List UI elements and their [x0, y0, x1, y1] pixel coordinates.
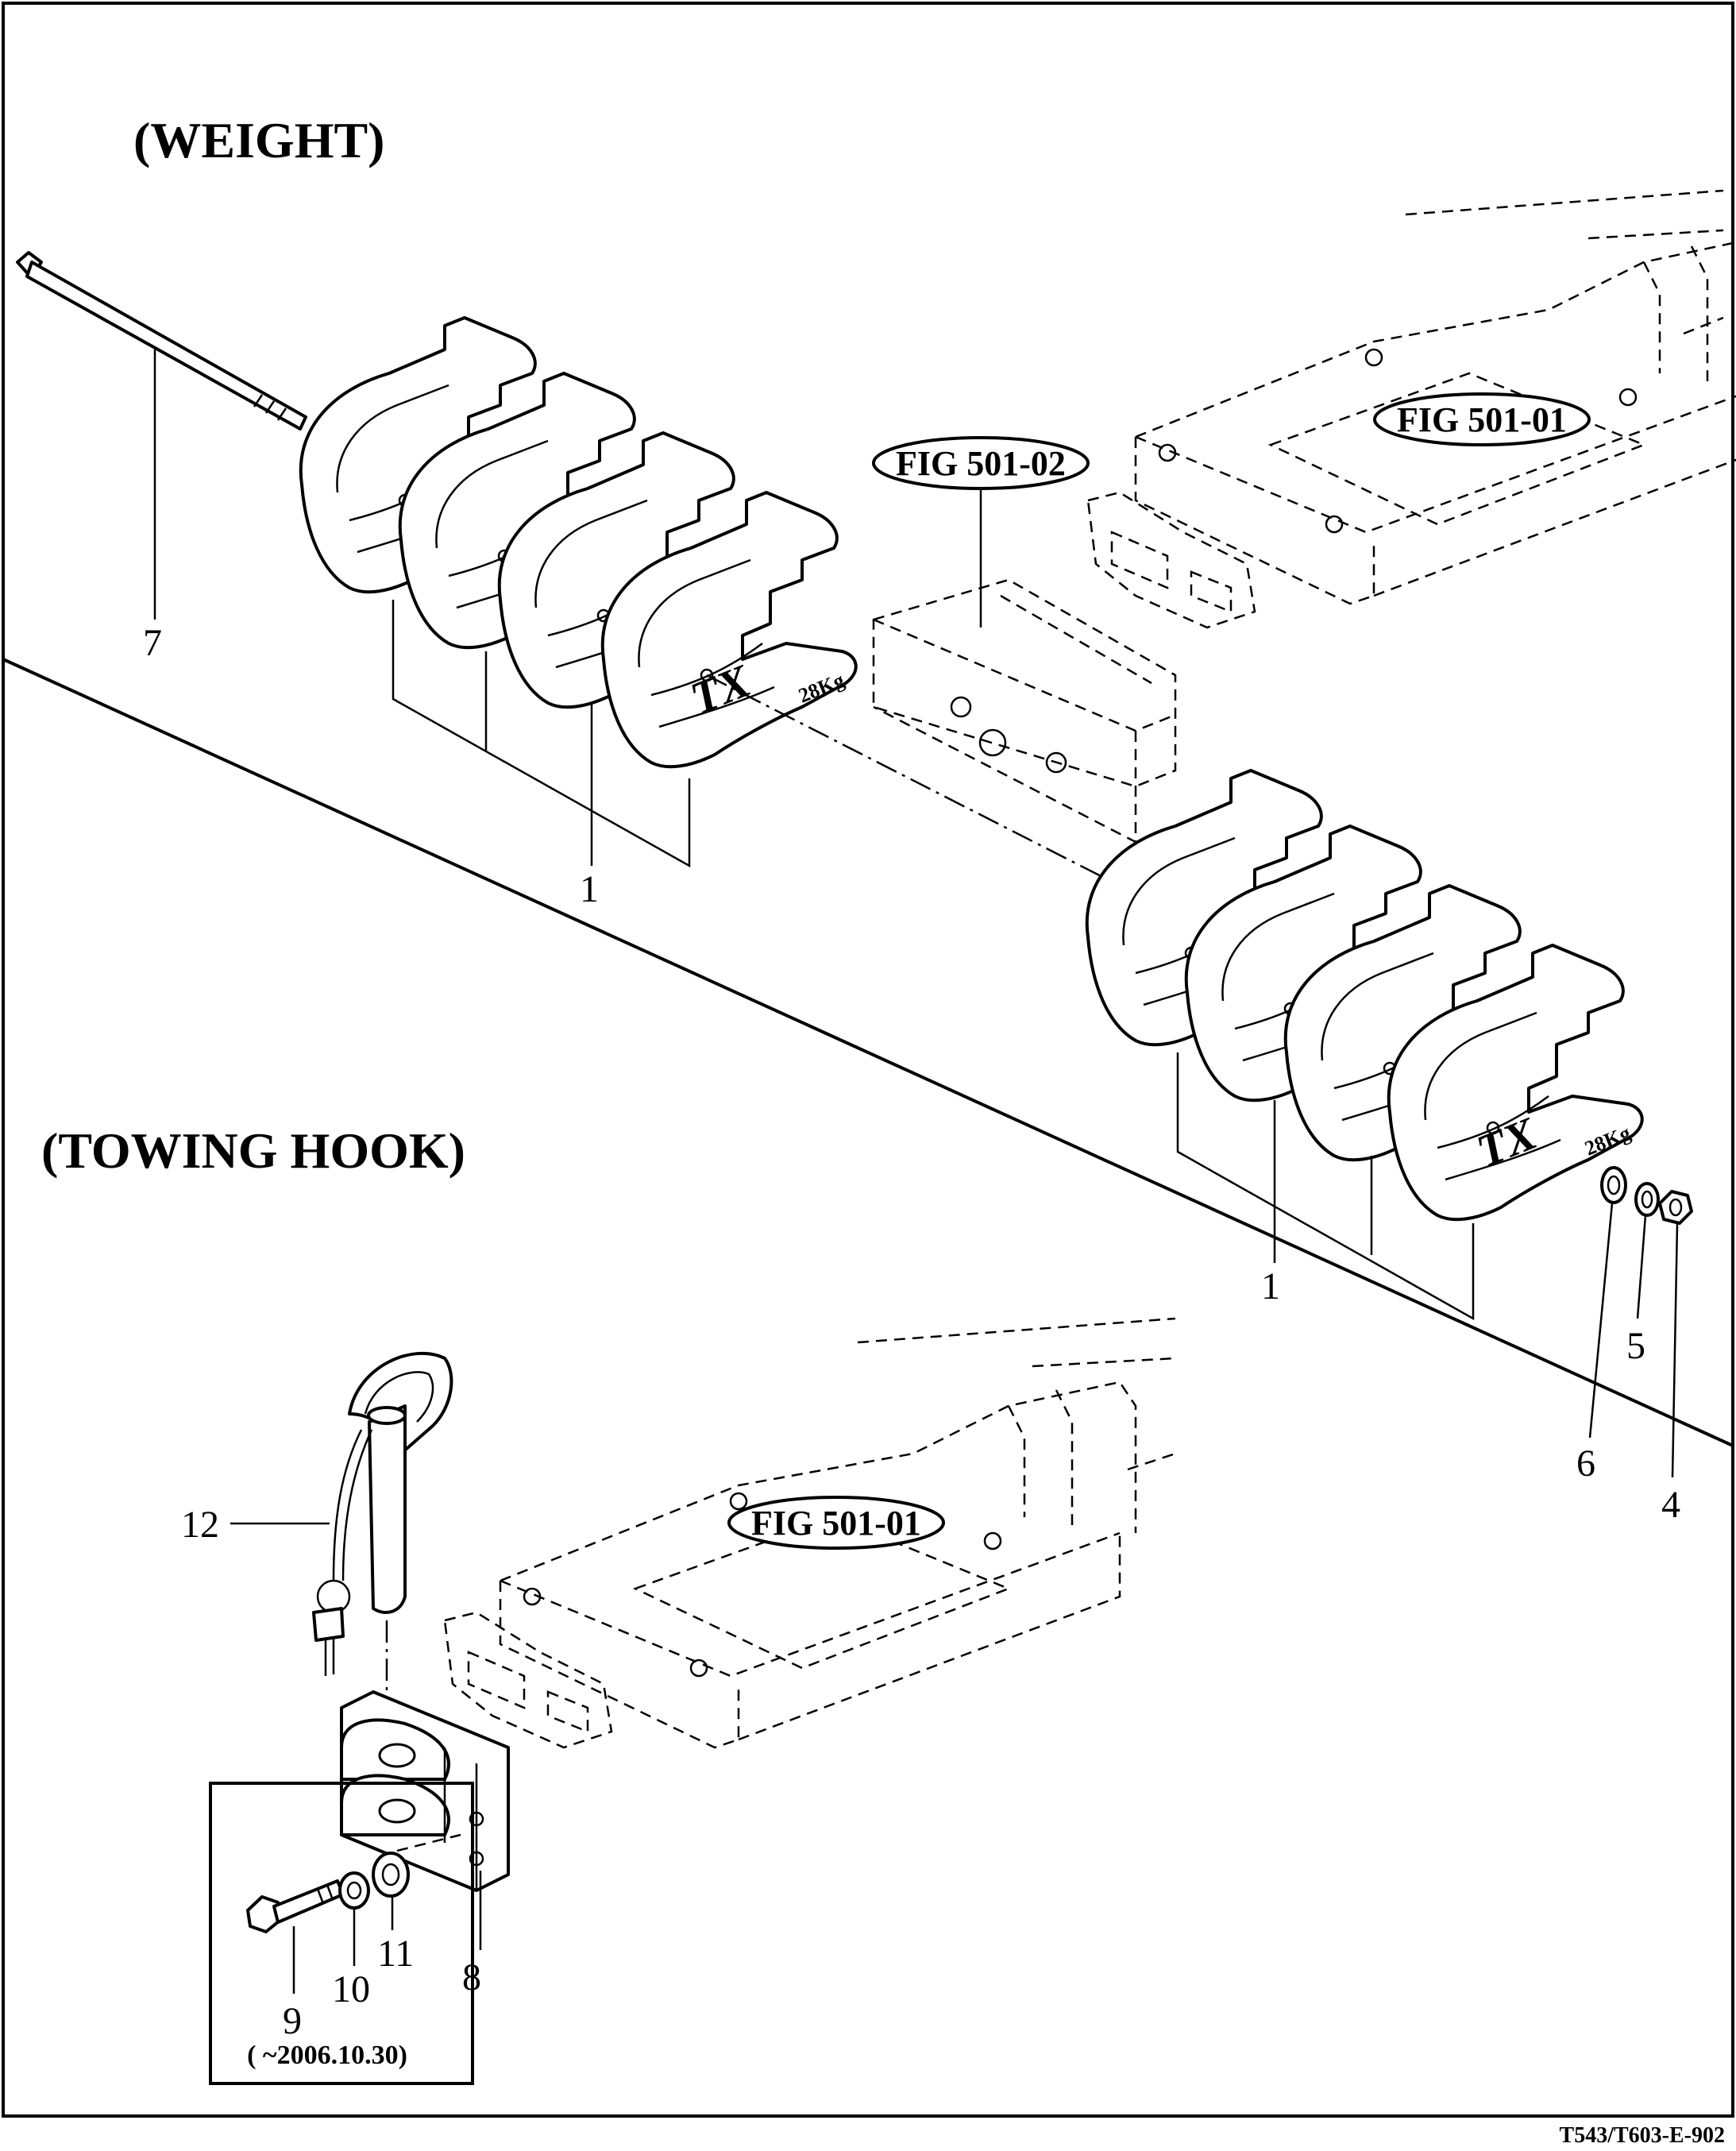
frame-lower-rail	[857, 1317, 1176, 1471]
fig-ref-501-02-text: FIG 501-02	[896, 444, 1066, 483]
towing-section-title: (TOWING HOOK)	[41, 1122, 465, 1179]
fig-ref-501-01-lower: FIG 501-01	[727, 1496, 945, 1550]
bumper-lower	[443, 1611, 613, 1749]
leader-5	[1636, 1215, 1647, 1319]
long-bolt-part-7	[16, 251, 307, 431]
frame-lower	[499, 1381, 1137, 1749]
part-label-12: 12	[181, 1504, 219, 1546]
inset-date-note: ( ~2006.10.30)	[247, 2041, 407, 2070]
spring-washer-part-10	[338, 1871, 370, 1910]
flat-washer-part-11	[372, 1852, 410, 1898]
towing-bracket-part-8	[340, 1690, 510, 1892]
section-divider	[2, 658, 1734, 1447]
part-label-1-upper: 1	[580, 868, 599, 910]
leader-1-upper-a	[392, 600, 691, 868]
leader-6	[1588, 1203, 1614, 1439]
fig-ref-501-01-lower-text: FIG 501-01	[751, 1504, 921, 1543]
drawing-code: T543/T603-E-902	[1560, 2123, 1725, 2148]
flat-washer-part-5	[1634, 1182, 1660, 1217]
part-label-9: 9	[283, 2000, 302, 2042]
spring-washer-part-6	[1600, 1166, 1627, 1204]
part-label-5: 5	[1626, 1325, 1645, 1367]
fig-ref-501-01-upper: FIG 501-01	[1373, 392, 1591, 446]
inset-box	[209, 1782, 474, 2085]
part-label-7: 7	[143, 622, 162, 664]
frame-upper-rail	[1405, 189, 1724, 335]
part-label-1-lower: 1	[1261, 1265, 1280, 1307]
weight-stack-lower	[1085, 769, 1644, 1222]
leader-4	[1671, 1222, 1679, 1478]
weight-stack-upper	[299, 316, 858, 769]
weight-axis-line	[706, 674, 1113, 883]
towing-pin-part-12	[312, 1351, 453, 1676]
part-label-10: 10	[332, 1968, 370, 2010]
weight-section-title: (WEIGHT)	[133, 112, 384, 168]
bolt-axis-line	[396, 1833, 461, 1852]
fig-ref-501-01-upper-text: FIG 501-01	[1397, 400, 1567, 439]
part-label-6: 6	[1576, 1442, 1595, 1485]
part-label-11: 11	[377, 1933, 414, 1975]
bolt-part-9	[246, 1879, 345, 1933]
fig-ref-501-02: FIG 501-02	[872, 436, 1090, 490]
bracket-plate-fig-501-02	[872, 578, 1177, 844]
bumper-upper	[1086, 491, 1256, 629]
part-label-4: 4	[1661, 1484, 1680, 1526]
leader-1-lower-a	[1176, 1052, 1475, 1321]
nut-part-4	[1658, 1190, 1693, 1225]
